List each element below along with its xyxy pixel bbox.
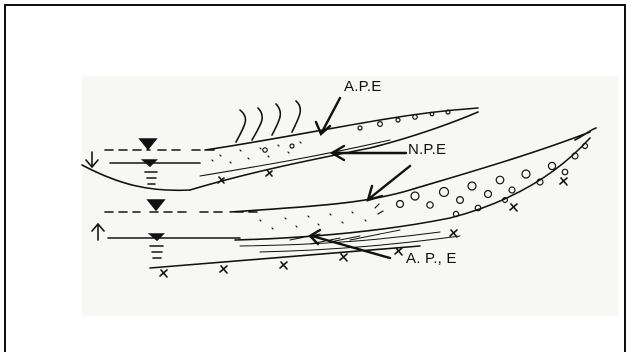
label-ape-bottom: A. P., E	[406, 250, 457, 267]
annotation-arrows	[310, 98, 410, 258]
label-npe: N.P.E	[408, 141, 446, 158]
label-ape-top: A.P.E	[344, 78, 381, 95]
